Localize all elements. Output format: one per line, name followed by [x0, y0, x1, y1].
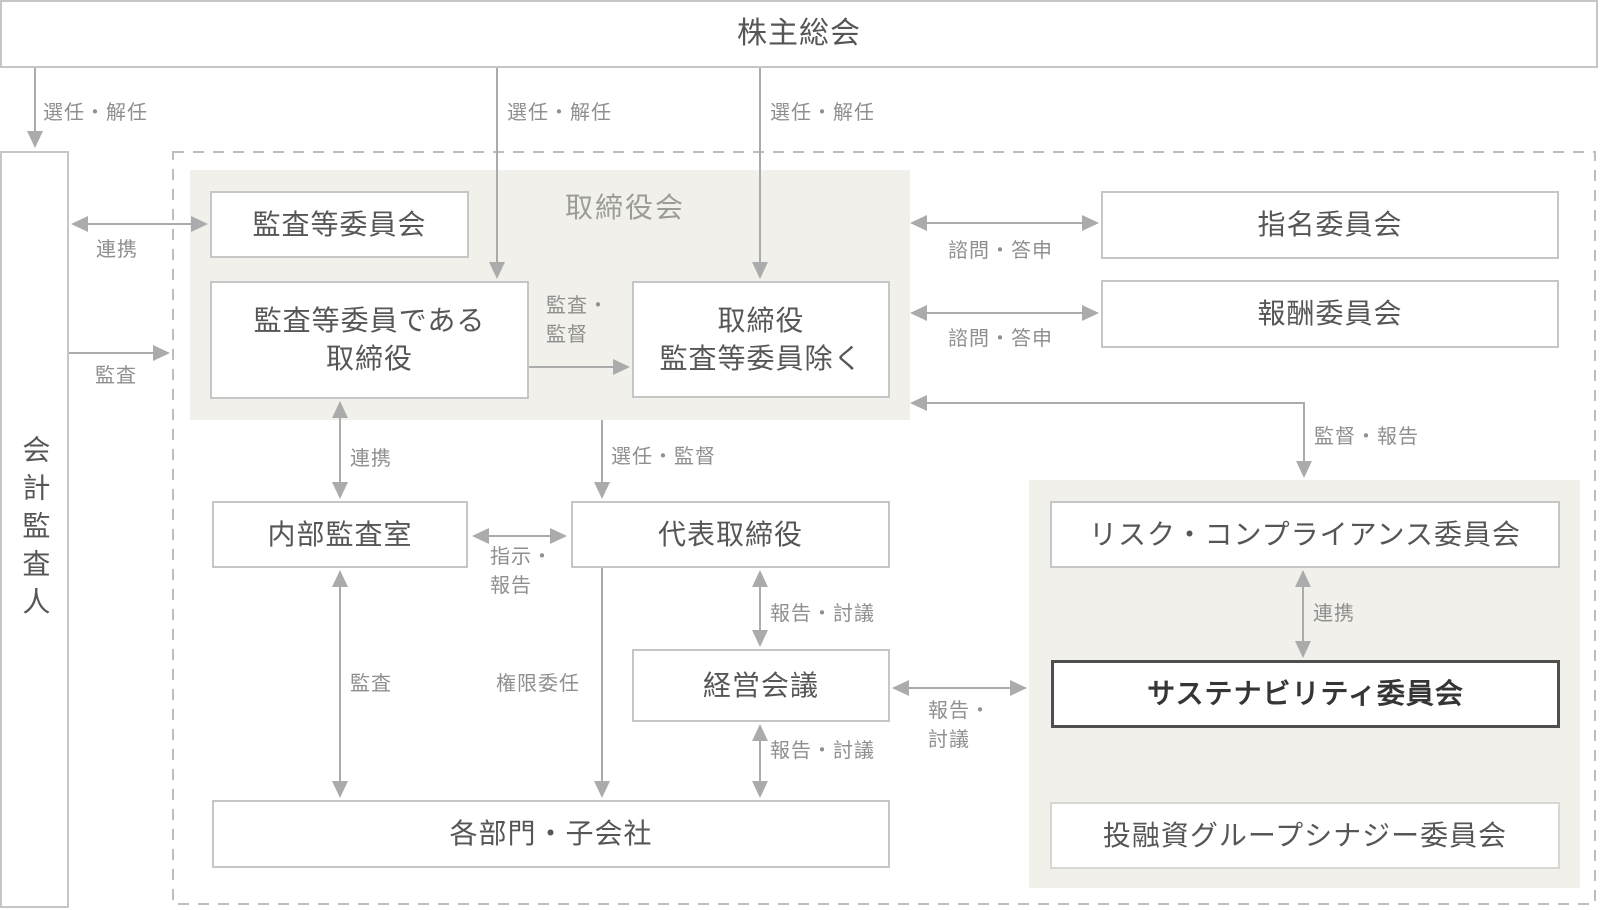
arrowhead: [594, 482, 610, 499]
node-departments-subsidiaries-label: 各部門・子会社: [449, 818, 653, 850]
node-nomination-committee: 指名委員会: [1101, 191, 1559, 259]
node-investment-group-synergy-committee-label: 投融資グループシナジー委員会: [1102, 819, 1508, 851]
arrowhead: [752, 630, 768, 647]
arrowhead: [752, 781, 768, 798]
node-management-meeting-label: 経営会議: [702, 669, 819, 701]
node-shareholders-meeting-label: 株主総会: [737, 16, 861, 50]
arrow-label: 選任・監督: [611, 446, 716, 468]
arrowhead: [1082, 305, 1099, 321]
arrow-label: 選任・解任: [507, 102, 612, 124]
arrow-label: 連携: [96, 239, 138, 261]
arrow-label: 連携: [350, 448, 392, 470]
arrow-supervise-report-elbow: [924, 402, 1305, 464]
arrowhead: [27, 131, 43, 148]
arrow-label: 選任・解任: [770, 102, 875, 124]
node-representative-director: 代表取締役: [571, 501, 890, 568]
node-departments-subsidiaries: 各部門・子会社: [212, 800, 890, 868]
arrow-label: 監査・ 監督: [546, 295, 609, 346]
arrow-label: 報告・討議: [770, 603, 875, 625]
node-investment-group-synergy-committee: 投融資グループシナジー委員会: [1050, 802, 1560, 869]
node-shareholders-meeting: 株主総会: [0, 0, 1598, 68]
arrowhead: [910, 305, 927, 321]
arrowhead: [1010, 680, 1027, 696]
node-risk-compliance-committee-label: リスク・コンプライアンス委員会: [1089, 518, 1521, 550]
arrowhead: [892, 680, 909, 696]
arrowhead: [332, 570, 348, 587]
node-internal-audit-office: 内部監査室: [212, 501, 468, 568]
node-accounting-auditor: 会計監査人: [0, 151, 69, 908]
node-compensation-committee-label: 報酬委員会: [1257, 298, 1403, 330]
board-of-directors-panel-label: 取締役会: [565, 192, 686, 223]
node-audit-committee-label: 監査等委員会: [252, 208, 427, 240]
arrowhead: [910, 395, 927, 411]
arrowhead: [71, 216, 88, 232]
arrowhead: [910, 215, 927, 231]
arrowhead: [153, 345, 170, 361]
arrow-label: 報告・ 討議: [928, 700, 991, 751]
arrowhead: [550, 528, 567, 544]
arrow-label: 監査: [95, 365, 137, 387]
node-sustainability-committee: サステナビリティ委員会: [1051, 660, 1560, 728]
arrowhead: [1296, 461, 1312, 478]
node-internal-audit-office-label: 内部監査室: [267, 518, 413, 550]
arrowhead: [332, 781, 348, 798]
arrow-label: 報告・討議: [770, 740, 875, 762]
node-audit-committee: 監査等委員会: [210, 191, 469, 258]
node-audit-committee-directors: 監査等委員である 取締役: [210, 281, 529, 399]
arrowhead: [1082, 215, 1099, 231]
arrow-label: 選任・解任: [43, 102, 148, 124]
arrow-label: 諮問・答申: [948, 240, 1053, 262]
node-accounting-auditor-label: 会計監査人: [19, 434, 51, 625]
arrowhead: [752, 724, 768, 741]
arrow-label: 連携: [1313, 603, 1355, 625]
node-directors-excluding-audit-members-label: 取締役 監査等委員除く: [659, 304, 863, 374]
arrowhead: [594, 781, 610, 798]
node-compensation-committee: 報酬委員会: [1101, 280, 1559, 348]
arrow-label: 監査: [350, 673, 392, 695]
arrow-label: 諮問・答申: [948, 328, 1053, 350]
arrow-label: 権限委任: [496, 673, 580, 695]
arrow-label: 監督・報告: [1314, 426, 1419, 448]
arrowhead: [472, 528, 489, 544]
node-nomination-committee-label: 指名委員会: [1257, 209, 1403, 241]
arrowhead: [752, 570, 768, 587]
node-representative-director-label: 代表取締役: [657, 518, 803, 550]
node-directors-excluding-audit-members: 取締役 監査等委員除く: [632, 281, 890, 398]
node-sustainability-committee-label: サステナビリティ委員会: [1147, 678, 1464, 710]
arrow-label: 指示・ 報告: [490, 546, 553, 597]
node-audit-committee-directors-label: 監査等委員である 取締役: [253, 305, 486, 374]
node-risk-compliance-committee: リスク・コンプライアンス委員会: [1050, 501, 1560, 568]
arrowhead: [332, 482, 348, 499]
node-management-meeting: 経営会議: [632, 649, 890, 722]
